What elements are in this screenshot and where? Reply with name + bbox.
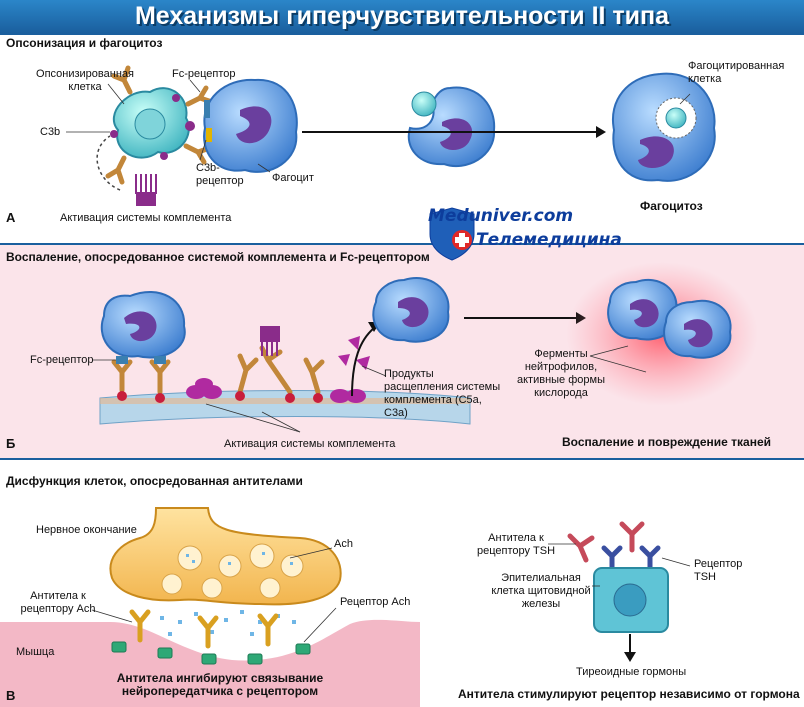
- neutrophils-in-tissue: [607, 279, 732, 359]
- label-c3b: C3b: [40, 126, 61, 138]
- label-thyroid-hormones: Тиреоидные гормоны: [576, 666, 687, 678]
- label-neutrophil-enzymes: Ферменты нейтрофилов, активные формы кис…: [517, 348, 605, 399]
- caption-right: Антитела стимулируют рецептор независимо…: [458, 687, 800, 701]
- watermark-line1: Meduniver.com: [428, 206, 574, 226]
- label-muscle: Мышца: [16, 646, 55, 658]
- synaptic-vesicles: [161, 543, 304, 599]
- engulfing-phagocyte: [407, 86, 496, 168]
- label-complement-products: Продукты расщепления системы комплемента…: [384, 368, 501, 419]
- label-fc-receptor-b: Fc-рецептор: [30, 354, 94, 366]
- title-banner: Механизмы гиперчувствительности II типа: [0, 0, 804, 33]
- label-phagocyte: Фагоцит: [272, 172, 314, 184]
- label-complement-activation-b: Активация системы комплемента: [224, 438, 396, 450]
- caption-phagocytosis: Фагоцитоз: [640, 199, 703, 213]
- panel-c-letter: B: [6, 688, 16, 703]
- panel-c-title: Дисфункция клеток, опосредованная антите…: [6, 474, 303, 488]
- label-receptor-tsh: Рецептор TSH: [694, 558, 743, 583]
- neutrophil-left: [100, 291, 186, 359]
- tsh-receptors: [601, 545, 661, 571]
- phagocyte-with-ingested-cell: [611, 72, 716, 182]
- tsh-antibodies: [567, 521, 645, 563]
- opsonized-cell: [112, 87, 190, 159]
- panel-b-letter: Б: [6, 436, 16, 451]
- page-title: Механизмы гиперчувствительности II типа: [134, 2, 670, 30]
- label-opsonized-cell: Опсонизированная клетка: [36, 68, 134, 93]
- label-ach: Ach: [334, 538, 353, 550]
- label-fc-receptor-a: Fc-рецептор: [172, 68, 236, 80]
- caption-inflammation: Воспаление и повреждение тканей: [562, 435, 772, 449]
- label-c3b-receptor: C3b-рецептор: [196, 162, 244, 187]
- panel-a-title: Опсонизация и фагоцитоз: [6, 36, 163, 50]
- caption-left: Антитела ингибируют связывание нейропере…: [116, 671, 324, 698]
- panel-b-title: Воспаление, опосредованное системой комп…: [6, 250, 430, 264]
- neutrophil-migrating: [372, 277, 450, 343]
- label-thyroid-cell: Эпителиальная клетка щитовидной железы: [491, 572, 591, 610]
- phagocyte: [203, 78, 298, 173]
- label-complement-activation-a: Активация системы комплемента: [60, 212, 232, 224]
- label-receptor-ach: Рецептор Ach: [340, 596, 411, 608]
- panel-a-letter: A: [6, 210, 16, 225]
- label-antibody-ach: Антитела к рецептору Ach: [20, 590, 96, 615]
- label-nerve-ending: Нервное окончание: [36, 524, 137, 536]
- label-antibody-tsh: Антитела к рецептору TSH: [476, 532, 556, 557]
- watermark-line2: Телемедицина: [476, 230, 622, 250]
- label-phagocytosed-cell: Фагоцитированная клетка: [688, 60, 785, 85]
- watermark-logo: [429, 207, 475, 261]
